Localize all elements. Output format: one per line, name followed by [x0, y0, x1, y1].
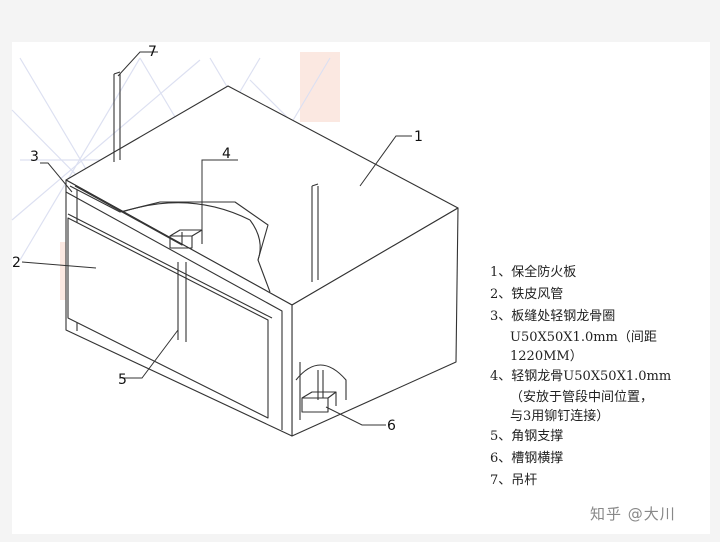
- legend-item-2: 2、铁皮风管: [490, 287, 564, 302]
- duct-drawing: [65, 71, 459, 437]
- window-right-border: [710, 42, 720, 542]
- callout-2: 2: [12, 255, 21, 271]
- legend-item-3-line2: U50X50X1.0mm（间距: [510, 330, 657, 345]
- legend: 1、保全防火板 2、铁皮风管 3、板缝处轻钢龙骨圈 U50X50X1.0mm（间…: [490, 262, 712, 492]
- legend-item-7: 7、吊杆: [490, 473, 538, 488]
- callout-6: 6: [387, 418, 396, 434]
- legend-item-1: 1、保全防火板: [490, 265, 577, 280]
- legend-item-4-line3: 与3用铆钉连接）: [510, 409, 610, 424]
- window-bottom-border: [0, 534, 720, 542]
- legend-item-4: 4、轻钢龙骨U50X50X1.0mm: [490, 369, 672, 384]
- legend-item-3-line3: 1220MM）: [510, 349, 583, 364]
- legend-item-3: 3、板缝处轻钢龙骨圈: [490, 309, 616, 324]
- callout-7: 7: [148, 44, 157, 60]
- callout-4: 4: [222, 146, 231, 162]
- window-top-bar: [0, 0, 720, 42]
- callout-3: 3: [30, 149, 39, 165]
- legend-item-6: 6、槽钢横撑: [490, 451, 564, 466]
- callout-1: 1: [414, 129, 423, 145]
- legend-item-5: 5、角钢支撑: [490, 429, 564, 444]
- callout-5: 5: [118, 372, 127, 388]
- window-left-border: [0, 42, 12, 542]
- legend-item-4-line2: （安放于管段中间位置，: [510, 390, 654, 405]
- leader-lines: [21, 51, 412, 426]
- inner-duct: [67, 217, 269, 419]
- watermark: 知乎 @大川: [590, 505, 676, 523]
